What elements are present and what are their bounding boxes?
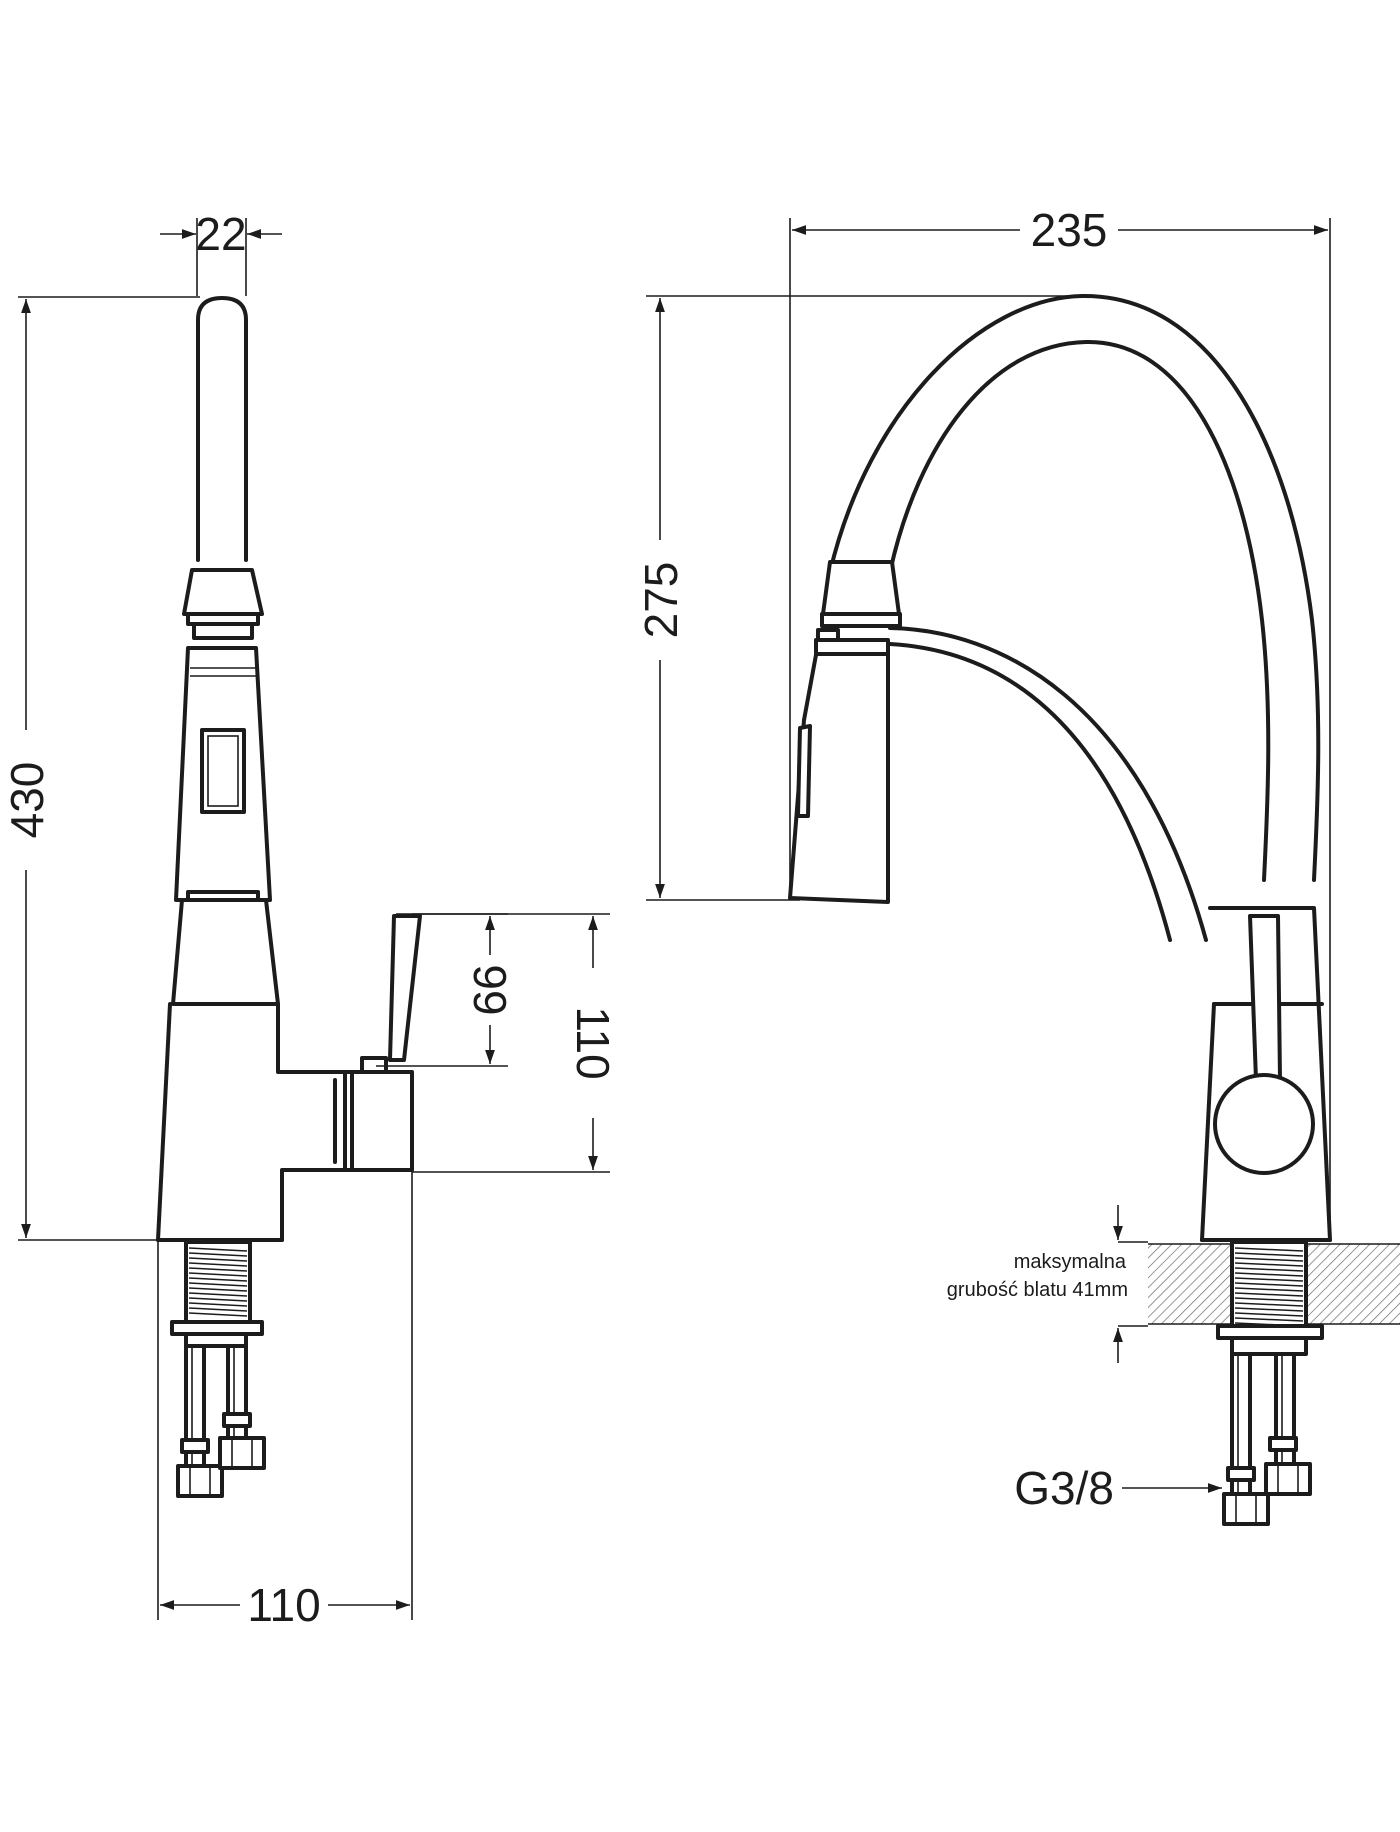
side-shank-thread [188, 1247, 248, 1317]
dim-total-height: 430 [1, 762, 53, 839]
front-shank-thread [1234, 1247, 1304, 1327]
countertop-left [1148, 1244, 1230, 1324]
front-view [788, 293, 1400, 1526]
countertop-note-line1: maksymalna [1014, 1251, 1127, 1273]
front-collar [821, 560, 901, 616]
front-lever [1248, 914, 1282, 1082]
front-nut-right [1264, 1462, 1312, 1496]
dim-spout-height: 275 [635, 562, 687, 639]
thread-size-label: G3/8 [1014, 1462, 1114, 1514]
countertop-right [1306, 1244, 1400, 1324]
side-view [156, 296, 422, 1498]
side-body [156, 1002, 347, 1242]
side-collar [182, 568, 264, 616]
dim-lever-height: 99 [464, 964, 516, 1015]
countertop-note-line2: grubość blatu 41mm [947, 1279, 1128, 1301]
side-button [200, 728, 246, 814]
side-dimensions: 22 430 99 110 110 [1, 208, 619, 1631]
dim-lever-total: 110 [567, 1006, 619, 1079]
side-lever [388, 914, 422, 1062]
front-dimensions: 235 275 maksymalna grubość blatu 41mm G3… [635, 204, 1331, 1514]
front-hose-upper [888, 626, 1208, 942]
dim-pipe-width: 22 [195, 208, 246, 260]
front-nut-left [1222, 1492, 1270, 1526]
side-pipe [196, 296, 248, 562]
dim-base-width: 110 [247, 1579, 320, 1631]
front-spout-outer [828, 293, 1321, 882]
front-hose-lower [888, 642, 1172, 942]
front-spout-inner [888, 339, 1271, 882]
dim-reach: 235 [1031, 204, 1108, 256]
front-lever-hub [1213, 1073, 1315, 1175]
side-lever-hub [343, 1070, 414, 1172]
side-body-taper [171, 898, 280, 1006]
